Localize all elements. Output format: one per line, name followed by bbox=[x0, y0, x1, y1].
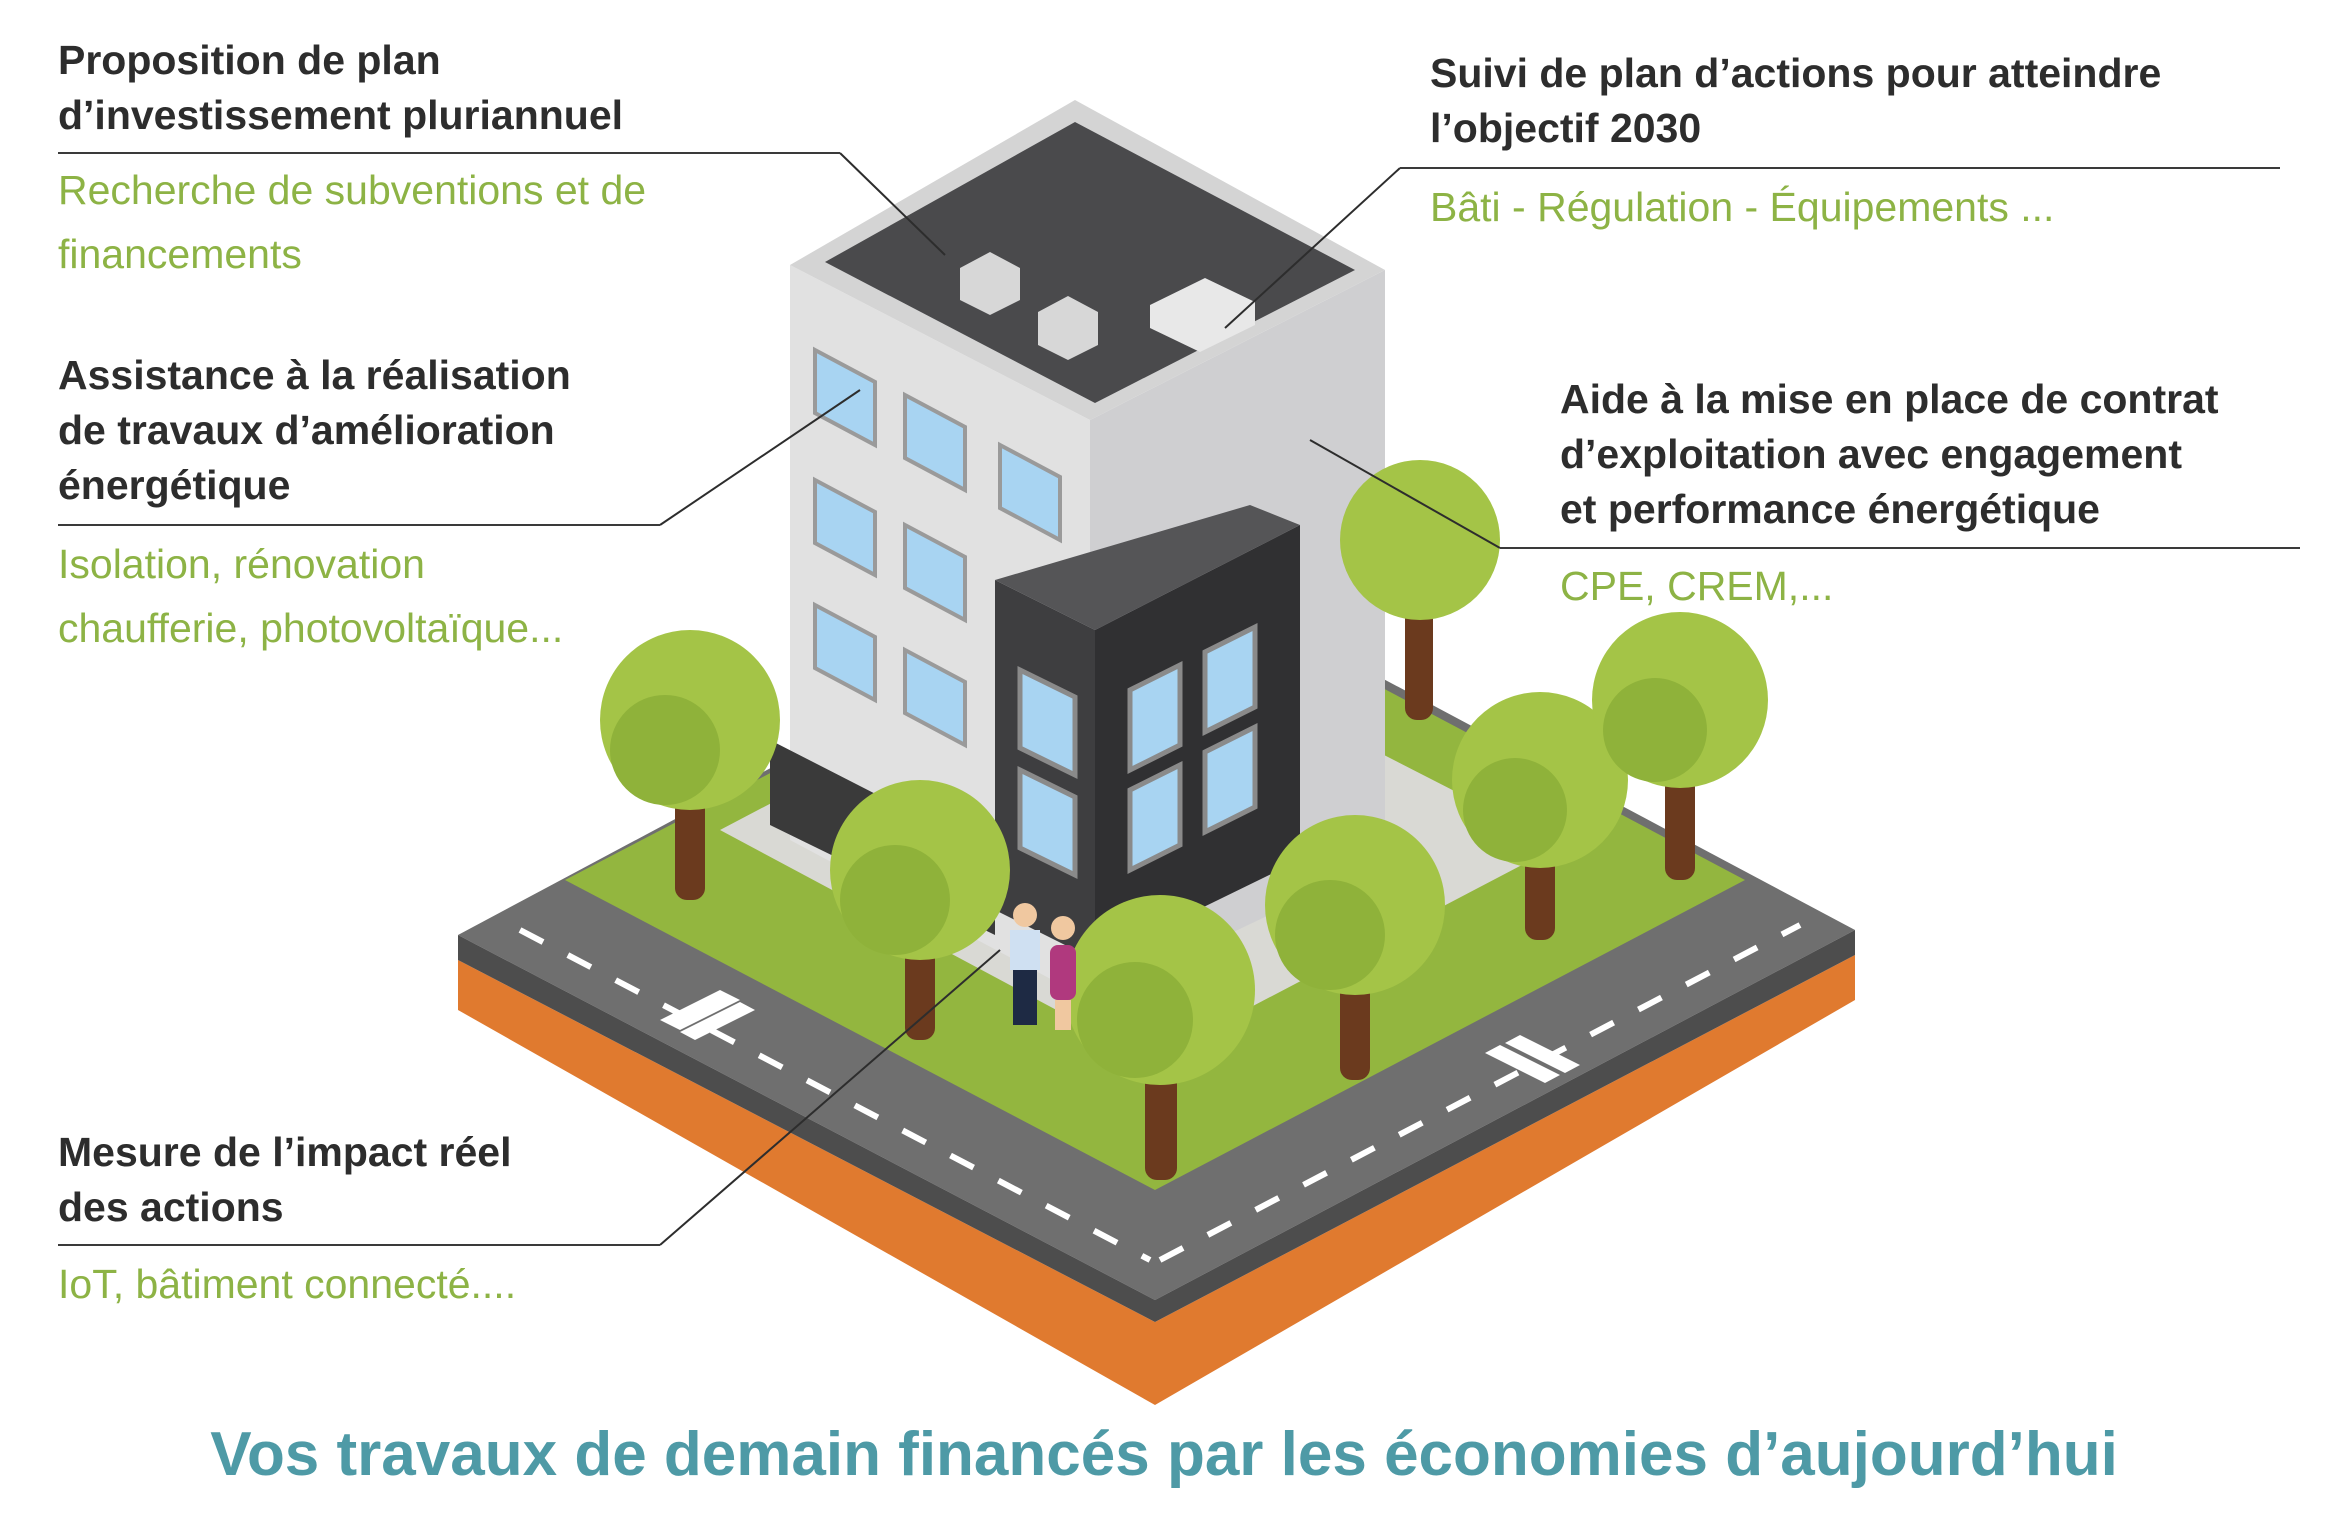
annotation-mesure-impact: Mesure de l’impact réel des actions bbox=[58, 1125, 758, 1235]
tree-icon bbox=[1265, 815, 1445, 1080]
tree-icon bbox=[830, 780, 1010, 1040]
annotation-title: Mesure de l’impact réel des actions bbox=[58, 1129, 512, 1230]
divider bbox=[58, 152, 840, 154]
annex-windows bbox=[1017, 622, 1258, 880]
annotation-title: Aide à la mise en place de contrat d’exp… bbox=[1560, 376, 2219, 532]
tree-icon bbox=[1065, 895, 1255, 1180]
tree-icon bbox=[1592, 612, 1768, 880]
leader-lines bbox=[659, 152, 1501, 1246]
annotation-contrat-exploitation-detail: CPE, CREM,... bbox=[1560, 554, 2320, 618]
divider bbox=[58, 1244, 660, 1246]
annotation-detail: IoT, bâtiment connecté.... bbox=[58, 1261, 517, 1307]
annotation-plan-investissement-detail: Recherche de subventions et de financeme… bbox=[58, 158, 858, 286]
annotation-suivi-plan-detail: Bâti - Régulation - Équipements ... bbox=[1430, 175, 2310, 239]
annotation-plan-investissement: Proposition de plan d’investissement plu… bbox=[58, 33, 858, 143]
annex-top bbox=[995, 505, 1300, 630]
tree-icon bbox=[600, 630, 780, 900]
divider bbox=[1400, 167, 2280, 169]
annex-left-face bbox=[995, 580, 1095, 960]
annotation-title: Assistance à la réalisation de travaux d… bbox=[58, 352, 571, 508]
annotation-contrat-exploitation: Aide à la mise en place de contrat d’exp… bbox=[1560, 372, 2320, 537]
windows-left bbox=[813, 346, 1062, 749]
annotation-suivi-plan: Suivi de plan d’actions pour atteindre l… bbox=[1430, 46, 2310, 156]
annotation-detail: Recherche de subventions et de financeme… bbox=[58, 167, 647, 277]
crosswalk bbox=[660, 990, 1580, 1083]
annotation-title: Proposition de plan d’investissement plu… bbox=[58, 37, 624, 138]
people-figure bbox=[1010, 903, 1076, 1030]
divider bbox=[1500, 547, 2300, 549]
tree-icon bbox=[1340, 460, 1500, 720]
divider bbox=[58, 524, 660, 526]
annotation-title: Suivi de plan d’actions pour atteindre l… bbox=[1430, 50, 2162, 151]
annotation-assistance-travaux: Assistance à la réalisation de travaux d… bbox=[58, 348, 758, 513]
tree-icon bbox=[1452, 692, 1628, 940]
annotation-detail: CPE, CREM,... bbox=[1560, 563, 1834, 609]
roof-units bbox=[960, 252, 1255, 360]
annotation-mesure-impact-detail: IoT, bâtiment connecté.... bbox=[58, 1252, 758, 1316]
annotation-detail: Isolation, rénovation chaufferie, photov… bbox=[58, 541, 564, 651]
annotation-detail: Bâti - Régulation - Équipements ... bbox=[1430, 184, 2055, 230]
annotation-assistance-travaux-detail: Isolation, rénovation chaufferie, photov… bbox=[58, 532, 758, 660]
diagram-caption: Vos travaux de demain financés par les é… bbox=[210, 1420, 2118, 1489]
road-markings bbox=[518, 922, 1802, 1263]
